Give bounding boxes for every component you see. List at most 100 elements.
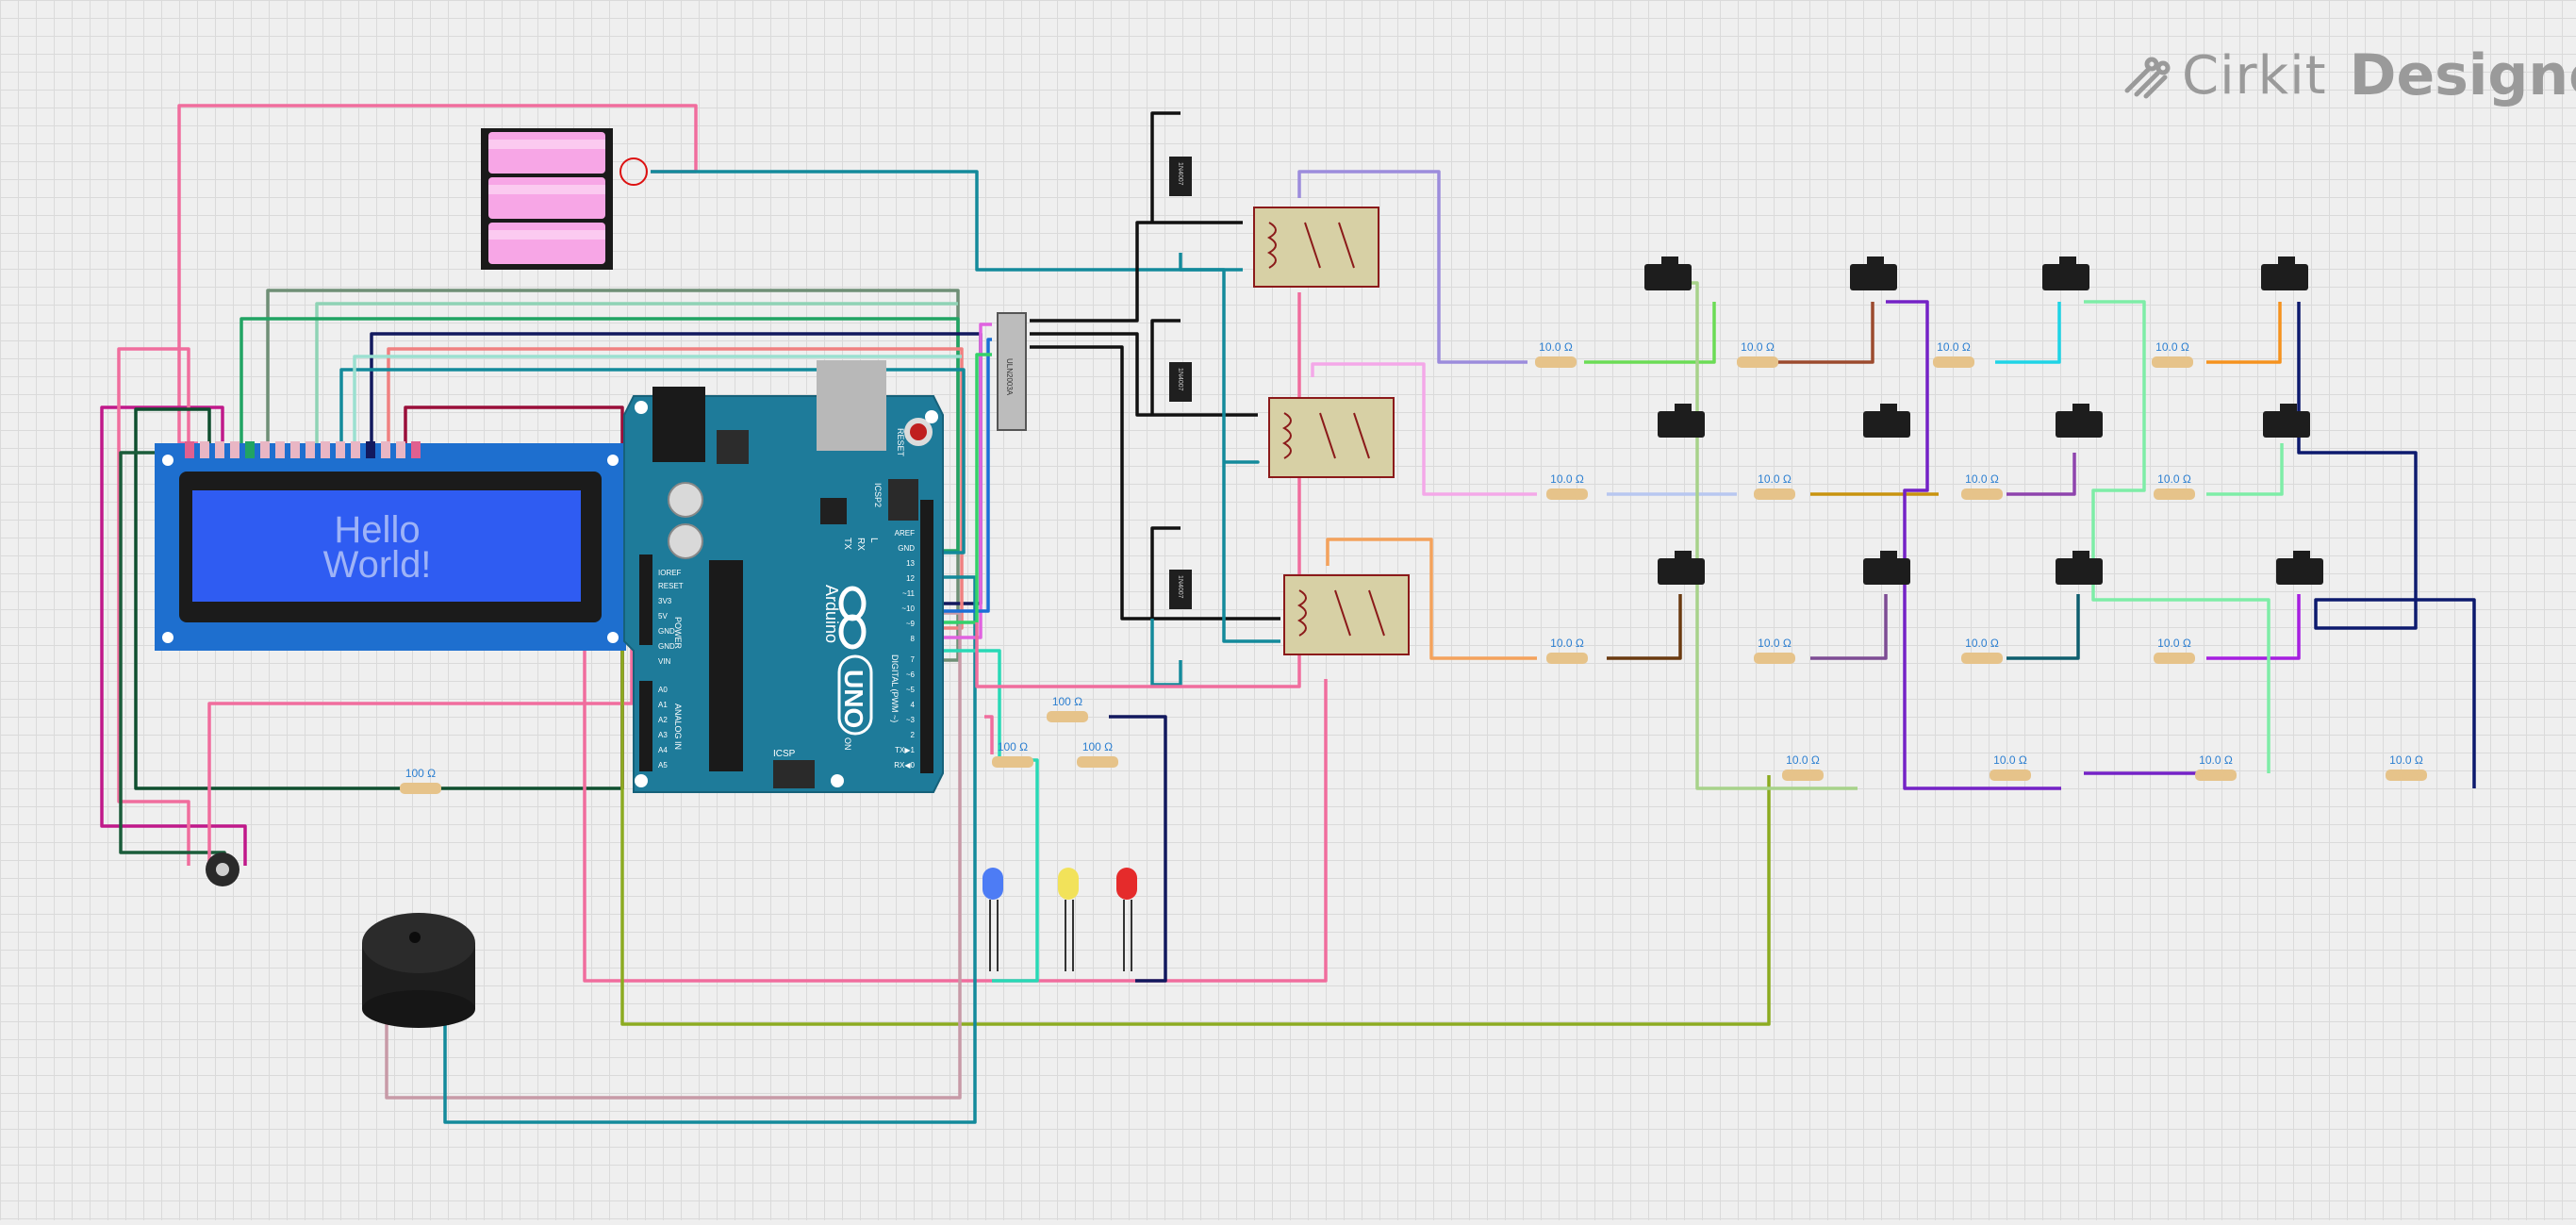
wire-lightgreen-row4[interactable] [2084, 300, 2271, 773]
switch-r3c2[interactable] [1863, 551, 1910, 585]
diode-3[interactable]: 1N4007 [1169, 570, 1192, 609]
wire-black-uln-relay1[interactable] [1030, 221, 1243, 323]
switch-r2c4[interactable] [2263, 404, 2310, 438]
resistor-r2c3[interactable]: 10.0 Ω [1961, 472, 2003, 500]
svg-text:A2: A2 [658, 716, 668, 724]
resistor-led-3[interactable]: 100 Ω [1077, 740, 1118, 768]
battery-pack[interactable] [481, 128, 648, 270]
relay-1[interactable] [1253, 207, 1379, 288]
wire-pink-pot[interactable] [207, 645, 634, 866]
resistor-r4c2[interactable]: 10.0 Ω [1990, 753, 2031, 781]
wire-black-uln-relay3[interactable] [1030, 345, 1280, 621]
wire-teal-lcd-arduino[interactable] [339, 368, 966, 555]
resistor-led-1[interactable]: 100 Ω [1047, 695, 1088, 722]
wire-mint-lcd-arduino[interactable] [315, 302, 958, 443]
resistor-r4c1[interactable]: 10.0 Ω [1782, 753, 1824, 781]
wire-teal-diode3[interactable] [1150, 619, 1182, 687]
switch-r2c3[interactable] [2056, 404, 2103, 438]
resistor-r3c1[interactable]: 10.0 Ω [1546, 637, 1588, 664]
wire-black-diode3[interactable] [1150, 526, 1181, 619]
resistor-r1c3[interactable]: 10.0 Ω [1933, 340, 1974, 368]
switch-r1c2[interactable] [1850, 257, 1897, 290]
wire-light-teal-lcd-arduino[interactable] [353, 355, 962, 443]
wire-gray-lcd-arduino[interactable] [266, 289, 960, 662]
resistor-r1c4[interactable]: 10.0 Ω [2152, 340, 2193, 368]
resistor-r3c4[interactable]: 10.0 Ω [2154, 637, 2195, 664]
uln2003-driver-chip[interactable]: ULN2003A [997, 312, 1027, 431]
wire-olive-bottom[interactable] [620, 651, 1771, 1026]
reset-button[interactable] [904, 418, 933, 446]
resistor-r2c4[interactable]: 10.0 Ω [2154, 472, 2195, 500]
switch-r3c3[interactable] [2056, 551, 2103, 585]
led-blue[interactable] [983, 868, 1003, 971]
piezo-buzzer[interactable] [362, 913, 475, 1028]
resistor-r1c1[interactable]: 10.0 Ω [1535, 340, 1577, 368]
wire-pink-relay-down[interactable] [975, 292, 1301, 688]
arduino-logo [838, 586, 867, 650]
wire-navy-row4[interactable] [2297, 302, 2476, 788]
lcd-module[interactable]: Hello World! [155, 441, 626, 651]
led-yellow[interactable] [1058, 868, 1079, 971]
switch-r1c1[interactable] [1644, 257, 1692, 290]
diode-1[interactable]: 1N4007 [1169, 157, 1192, 196]
wire-navy-led[interactable] [1109, 715, 1167, 983]
resistor-r2c2[interactable]: 10.0 Ω [1754, 472, 1795, 500]
resistor-lcd-backlight[interactable]: 100 Ω [400, 767, 441, 794]
wire-black-diode2[interactable] [1150, 319, 1181, 415]
arduino-uno-board[interactable]: RESET ICSP ICSP2 TX RX L Arduino UNO ON … [623, 360, 944, 793]
wire-pink-led[interactable] [984, 715, 994, 754]
diode-2[interactable]: 1N4007 [1169, 362, 1192, 402]
resistor-r4c3[interactable]: 10.0 Ω [2195, 753, 2237, 781]
wire-cyan-row1[interactable] [1995, 302, 2061, 364]
resistor-led-2[interactable]: 100 Ω [992, 740, 1033, 768]
switch-r1c4[interactable] [2261, 257, 2308, 290]
wire-magenta-uln[interactable] [933, 323, 992, 639]
resistor-r2c1[interactable]: 10.0 Ω [1546, 472, 1588, 500]
wire-black-uln-relay2[interactable] [1030, 332, 1258, 417]
wire-violet-row4[interactable] [1886, 300, 2061, 790]
l-label: L [868, 538, 879, 543]
resistor-r3c2[interactable]: 10.0 Ω [1754, 637, 1795, 664]
relay-2[interactable] [1268, 397, 1395, 478]
wire-lime-uln[interactable] [933, 353, 992, 624]
relay-3[interactable] [1283, 574, 1410, 655]
wire-magenta-left[interactable] [100, 406, 247, 866]
potentiometer[interactable] [206, 853, 239, 886]
wire-pink-left[interactable] [117, 347, 190, 866]
led-red[interactable] [1116, 868, 1137, 971]
switch-r1c3[interactable] [2042, 257, 2089, 290]
wire-teal-led[interactable] [933, 649, 1039, 983]
wire-mint-row2[interactable] [2206, 443, 2284, 496]
wire-pink-relay2[interactable] [1311, 362, 1537, 496]
wire-teal-buzzer[interactable] [443, 575, 977, 1124]
wire-purple-row2[interactable] [2006, 453, 2076, 496]
wire-salmon-lcd-arduino[interactable] [387, 347, 964, 630]
wire-green-lcd-arduino[interactable] [239, 317, 960, 553]
wire-orange-row1[interactable] [2206, 302, 2282, 364]
wire-teal-row3[interactable] [2006, 594, 2080, 660]
wire-brown-row1[interactable] [1754, 302, 1874, 364]
switch-r3c1[interactable] [1658, 551, 1705, 585]
wire-cyan-uln[interactable] [933, 338, 992, 613]
wire-magenta-row3[interactable] [2206, 594, 2301, 660]
wire-lime-row1[interactable] [1584, 302, 1716, 364]
wire-teal-battery-uln[interactable] [651, 170, 1243, 272]
wire-orange-relay3[interactable] [1326, 538, 1537, 660]
wire-lavender-relay1[interactable] [1297, 170, 1527, 364]
wire-pink-bottom[interactable] [583, 622, 1328, 983]
switch-r2c1[interactable] [1658, 404, 1705, 438]
wire-black-diode1[interactable] [1150, 111, 1181, 223]
svg-text:100 Ω: 100 Ω [998, 740, 1028, 753]
wire-rose-buzzer[interactable] [385, 611, 962, 1100]
wire-purple-row3[interactable] [1810, 594, 1888, 660]
wire-teal-relays[interactable] [1179, 253, 1280, 643]
wire-brown-row3[interactable] [1607, 594, 1682, 660]
wire-pink-lcd-battery[interactable] [177, 104, 698, 445]
switch-r3c4[interactable] [2276, 551, 2323, 585]
resistor-r3c3[interactable]: 10.0 Ω [1961, 637, 2003, 664]
svg-text:2: 2 [911, 731, 916, 739]
resistor-r4c4[interactable]: 10.0 Ω [2386, 753, 2427, 781]
resistor-r1c2[interactable]: 10.0 Ω [1737, 340, 1778, 368]
switch-r2c2[interactable] [1863, 404, 1910, 438]
